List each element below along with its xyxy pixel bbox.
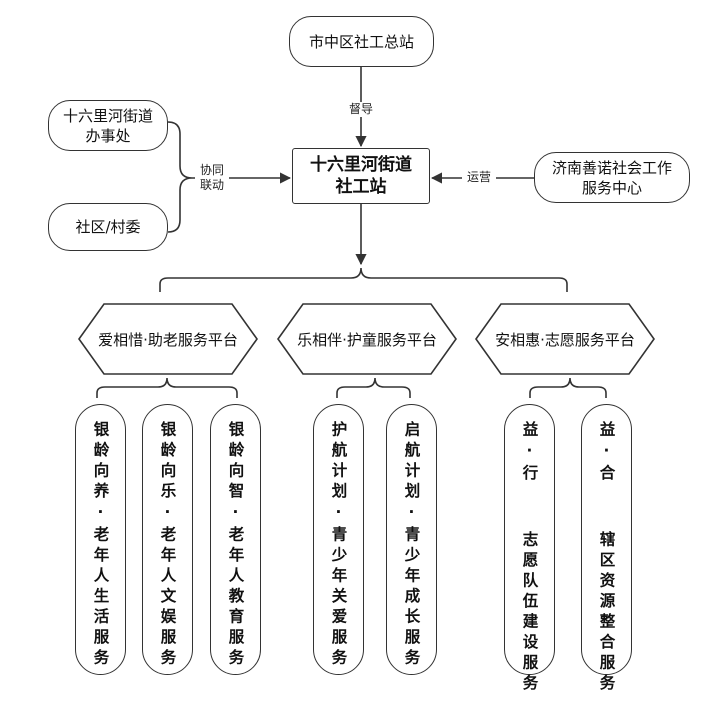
platform-child-label: 乐相伴·护童服务平台: [297, 330, 437, 349]
service-elder-education-text: 银龄向智·老年人教育服务: [226, 421, 245, 670]
hex-child-platform: [277, 303, 457, 375]
sub-brace-volunteer: [529, 377, 607, 398]
node-service-center-line2: 服务中心: [581, 178, 642, 197]
node-street-station-line2: 社工站: [335, 177, 387, 197]
service-elder-recreation: 银龄向乐·老年人文娱服务: [142, 404, 193, 675]
node-service-center: 济南善诺社会工作 服务中心: [534, 152, 690, 203]
node-district-station: 市中区社工总站: [289, 16, 434, 67]
node-community-label: 社区/村委: [75, 218, 141, 236]
node-street-station: 十六里河街道 社工站: [292, 148, 430, 204]
service-child-growth: 启航计划·青少年成长服务: [386, 404, 437, 675]
node-service-center-line1: 济南善诺社会工作: [551, 158, 672, 177]
service-child-care-text: 护航计划·青少年关爱服务: [329, 421, 348, 670]
hex-elder-platform: [78, 303, 258, 375]
sub-brace-child: [336, 377, 411, 398]
service-volunteer-team-text: 益·行 志愿队伍建设服务: [520, 421, 539, 695]
service-elder-recreation-text: 银龄向乐·老年人文娱服务: [158, 421, 177, 670]
left-bracket: [167, 121, 193, 233]
edge-label-cooperate-line1: 协同: [199, 163, 224, 177]
node-community: 社区/村委: [48, 203, 168, 251]
service-child-growth-text: 启航计划·青少年成长服务: [402, 421, 421, 670]
node-street-office-line2: 办事处: [85, 126, 131, 145]
platform-elder-label: 爱相惜·助老服务平台: [98, 330, 238, 349]
hex-volunteer-platform: [475, 303, 655, 375]
edge-label-supervise: 督导: [346, 102, 376, 117]
service-resource-integration: 益·合 辖区资源整合服务: [581, 404, 632, 695]
node-street-station-line1: 十六里河街道: [310, 155, 412, 175]
service-elder-life: 银龄向养·老年人生活服务: [75, 404, 126, 675]
edge-label-cooperate-line2: 联动: [199, 178, 224, 192]
service-elder-life-text: 银龄向养·老年人生活服务: [91, 421, 110, 670]
edge-label-operate: 运营: [462, 170, 496, 185]
node-street-office: 十六里河街道 办事处: [48, 100, 168, 151]
platform-volunteer-label: 安相惠·志愿服务平台: [495, 330, 635, 349]
sub-brace-elder: [96, 377, 238, 398]
node-street-office-line1: 十六里河街道: [62, 106, 153, 125]
node-district-station-label: 市中区社工总站: [308, 32, 414, 51]
main-brace: [159, 267, 568, 292]
edge-label-cooperate: 协同 联动: [195, 163, 229, 193]
service-resource-integration-text: 益·合 辖区资源整合服务: [597, 421, 616, 695]
service-volunteer-team: 益·行 志愿队伍建设服务: [504, 404, 555, 695]
service-elder-education: 银龄向智·老年人教育服务: [210, 404, 261, 675]
service-child-care: 护航计划·青少年关爱服务: [313, 404, 364, 675]
